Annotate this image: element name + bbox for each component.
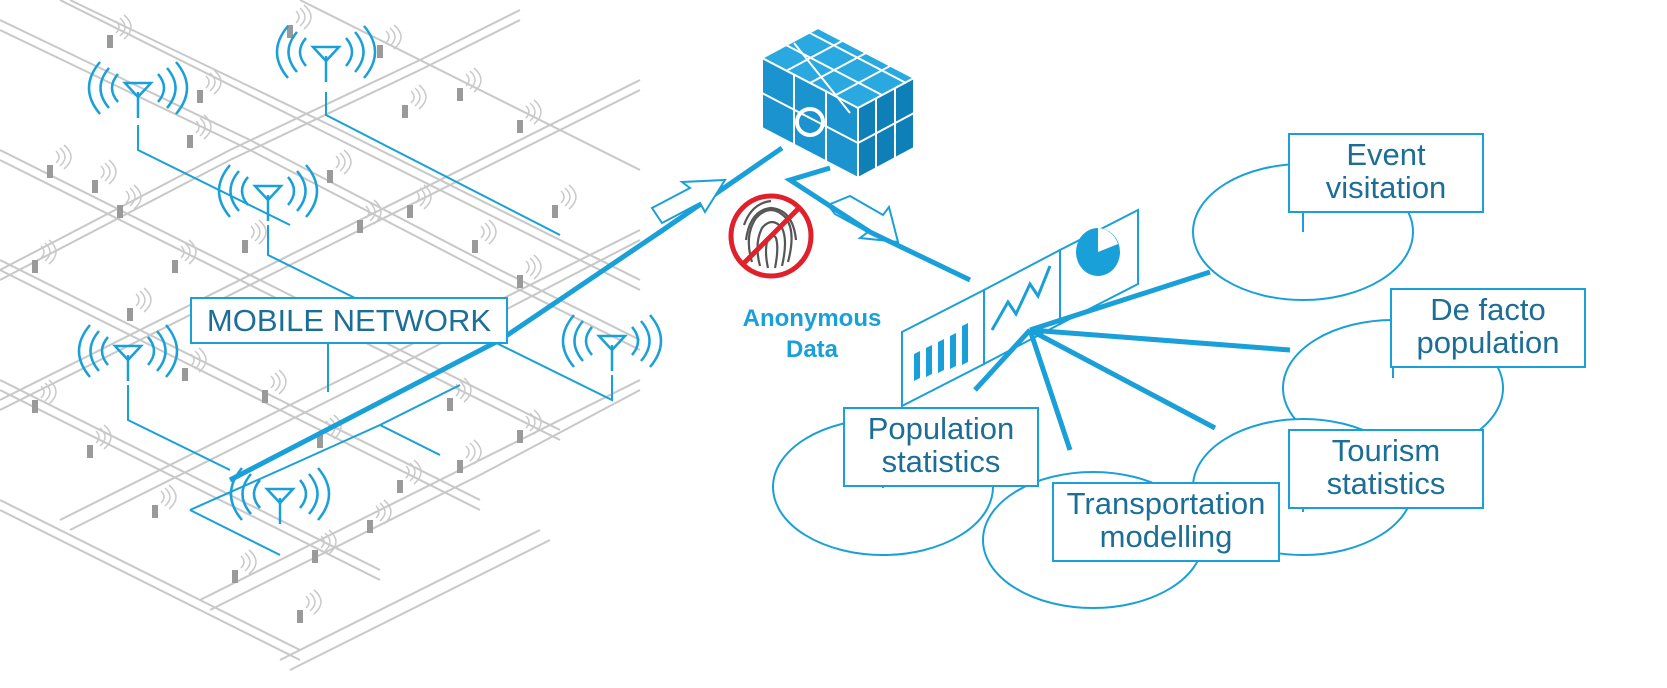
output-event-line1: Event bbox=[1346, 137, 1426, 172]
output-transport-line2: modelling bbox=[1099, 519, 1233, 554]
output-population-line2: statistics bbox=[881, 444, 1001, 479]
output-event-line2: visitation bbox=[1325, 170, 1447, 205]
output-population-line1: Population bbox=[867, 411, 1015, 446]
pie-chart-icon bbox=[1076, 228, 1120, 276]
fingerprint-prohibited-icon bbox=[728, 193, 814, 279]
uplink-arrow-icon bbox=[650, 178, 727, 225]
anonymous-data-line1: Anonymous bbox=[742, 305, 882, 332]
mobile-network-label: MOBILE NETWORK bbox=[190, 297, 508, 344]
data-cube-icon bbox=[759, 26, 917, 180]
output-connectors bbox=[973, 269, 1291, 451]
output-transportation-modelling: Transportation modelling bbox=[1052, 482, 1280, 562]
bar-chart-icon bbox=[914, 323, 968, 381]
output-event-visitation: Event visitation bbox=[1288, 133, 1484, 213]
analytics-link bbox=[784, 165, 972, 283]
output-de-facto-population: De facto population bbox=[1390, 288, 1586, 368]
line-chart-icon bbox=[990, 265, 1052, 331]
output-tourism-line1: Tourism bbox=[1331, 433, 1441, 468]
anonymous-data-line2: Data bbox=[785, 336, 839, 363]
network-uplink bbox=[228, 145, 784, 483]
output-tourism-line2: statistics bbox=[1326, 466, 1446, 501]
anonymous-data-caption: Anonymous Data bbox=[722, 303, 902, 365]
output-population-statistics: Population statistics bbox=[843, 407, 1039, 487]
downlink-arrow-icon bbox=[826, 194, 900, 244]
antenna-links bbox=[127, 92, 613, 556]
output-defacto-line2: population bbox=[1416, 325, 1560, 360]
output-tourism-statistics: Tourism statistics bbox=[1288, 429, 1484, 509]
output-transport-line1: Transportation bbox=[1066, 486, 1266, 521]
output-defacto-line1: De facto bbox=[1430, 292, 1546, 327]
mobile-network-label-text: MOBILE NETWORK bbox=[206, 303, 492, 338]
